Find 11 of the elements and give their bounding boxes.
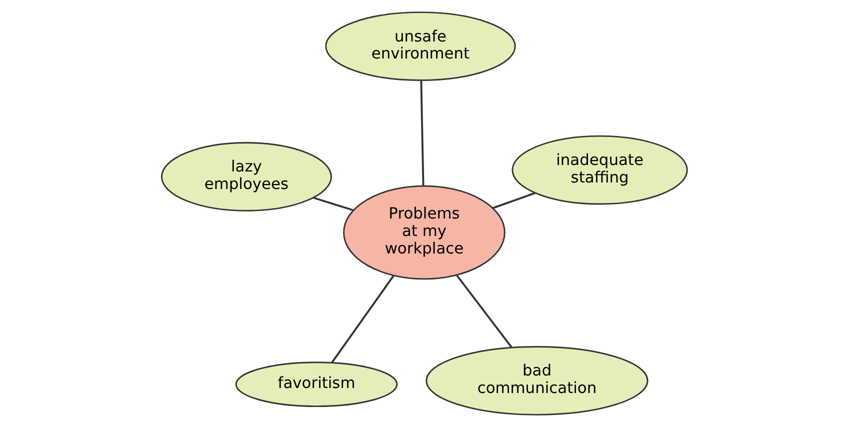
node-ellipse: bad communication <box>426 346 648 416</box>
node-ellipse: unsafe environment <box>325 12 516 81</box>
connector <box>331 275 394 364</box>
connector <box>420 80 424 186</box>
node-ellipse: Problems at my workplace <box>343 185 506 280</box>
node-ellipse: lazy employees <box>160 142 332 212</box>
connector <box>492 192 536 209</box>
node-ellipse: favoritism <box>235 362 398 408</box>
node-ellipse: inadequate staffing <box>512 135 688 205</box>
connector <box>456 274 512 348</box>
connector <box>313 196 354 212</box>
